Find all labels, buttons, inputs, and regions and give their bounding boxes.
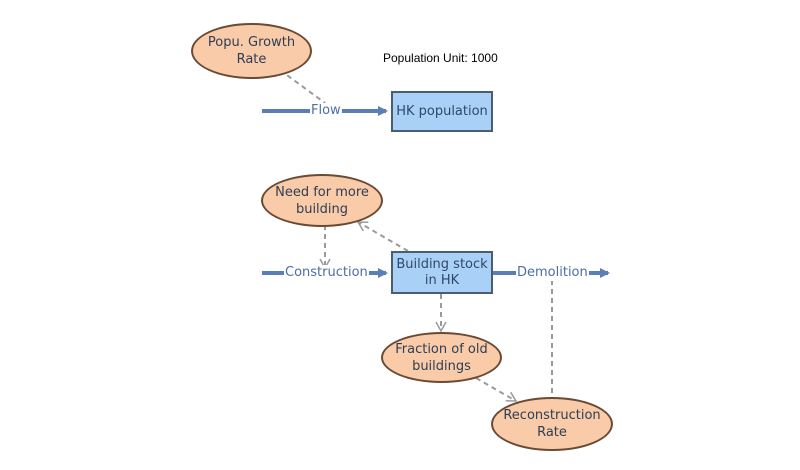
reconstruction-rate-variable[interactable]: Reconstruction Rate	[491, 397, 613, 451]
building-stock-in-hk[interactable]: Building stock in HK	[391, 251, 493, 294]
hk-population-label: HK population	[396, 103, 488, 119]
fraction-old-buildings-variable[interactable]: Fraction of old buildings	[381, 332, 502, 383]
population-unit-note: Population Unit: 1000	[383, 51, 498, 65]
flow-label-construction[interactable]: Construction	[284, 265, 369, 281]
need-more-building-variable[interactable]: Need for more building	[261, 174, 383, 227]
link-fraction-to-reconstruction	[475, 377, 518, 402]
need-more-building-label: Need for more building	[275, 184, 369, 217]
popu-growth-rate-variable[interactable]: Popu. Growth Rate	[191, 23, 312, 79]
link-stock-to-need	[356, 221, 409, 252]
link-growth-to-flow	[279, 69, 326, 104]
building-stock-label: Building stock in HK	[396, 256, 488, 288]
flow-label-demolition[interactable]: Demolition	[516, 265, 589, 281]
reconstruction-rate-label: Reconstruction Rate	[503, 408, 601, 440]
fraction-old-buildings-label: Fraction of old buildings	[395, 341, 488, 374]
popu-growth-rate-label: Popu. Growth Rate	[207, 35, 296, 67]
flow-label-flow[interactable]: Flow	[310, 103, 342, 119]
hk-population-stock[interactable]: HK population	[391, 91, 493, 132]
